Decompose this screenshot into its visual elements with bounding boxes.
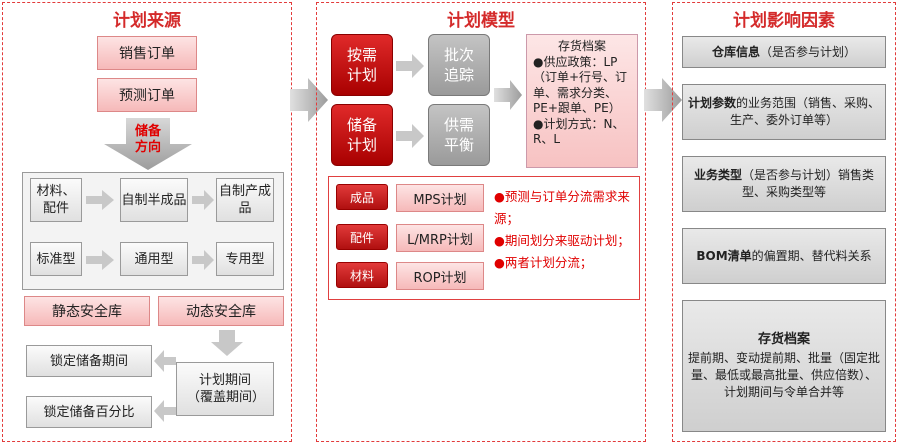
lock-reserve-percent-box: 锁定储备百分比 xyxy=(26,396,152,428)
factor-bom: BOM清单的偏置期、替代料关系 xyxy=(682,228,886,284)
parts-tag: 配件 xyxy=(336,224,388,250)
special-type-box: 专用型 xyxy=(216,242,274,276)
semi-finished-box: 自制半成品 xyxy=(120,178,188,222)
arrow-to-inventory xyxy=(494,80,522,110)
model-notes: ●预测与订单分流需求来源； ●期间划分来驱动计划； ●两者计划分流； xyxy=(494,186,636,274)
rop-plan-box: ROP计划 xyxy=(396,262,484,290)
note-split-plan: ●两者计划分流； xyxy=(494,255,593,270)
arrow-source-to-model xyxy=(290,78,328,122)
make-to-order-box: 按需计划 xyxy=(331,34,393,96)
factor-inventory-file: 存货档案 提前期、变动提前期、批量（固定批量、最低或最高批量、供应倍数）、计划期… xyxy=(682,300,886,432)
batch-trace-box: 批次追踪 xyxy=(428,34,490,96)
material-tag: 材料 xyxy=(336,262,388,288)
note-period-drive: ●期间划分来驱动计划； xyxy=(494,233,630,248)
factor-business-type-rest: （是否参与计划）销售类型、采购类型等 xyxy=(741,168,875,199)
factor-plan-params-bold: 计划参数 xyxy=(687,96,736,110)
stock-direction-arrow xyxy=(104,118,192,170)
plan-period-box: 计划期间（覆盖期间） xyxy=(176,362,274,416)
grid-arrow-2 xyxy=(192,190,214,210)
arrow-to-lock-period xyxy=(154,350,176,372)
forecast-order-box: 预测订单 xyxy=(97,78,197,112)
factor-bom-rest: 的偏置期、替代料关系 xyxy=(751,248,872,263)
dynamic-down-arrow xyxy=(211,330,243,356)
plan-source-title: 计划来源 xyxy=(113,11,181,31)
factor-business-type-bold: 业务类型 xyxy=(693,168,742,182)
factor-bom-bold: BOM清单 xyxy=(696,248,752,263)
supply-balance-box: 供需平衡 xyxy=(428,104,490,166)
finished-tag: 成品 xyxy=(336,184,388,210)
factor-warehouse: 仓库信息（是否参与计划） xyxy=(682,36,886,68)
grid-arrow-1 xyxy=(86,190,114,210)
standard-type-box: 标准型 xyxy=(30,242,82,276)
factor-warehouse-rest: （是否参与计划） xyxy=(760,44,857,59)
arrow-stock-to-supply xyxy=(396,124,424,148)
factor-plan-params: 计划参数的业务范围（销售、采购、生产、委外订单等） xyxy=(682,84,886,140)
material-parts-box: 材料、配件 xyxy=(30,178,82,222)
arrow-order-to-batch xyxy=(396,54,424,78)
mps-plan-box: MPS计划 xyxy=(396,184,484,212)
factor-plan-params-rest: 的业务范围（销售、采购、生产、委外订单等） xyxy=(729,96,881,127)
plan-source-panel xyxy=(2,2,292,442)
plan-factors-title: 计划影响因素 xyxy=(733,11,835,31)
factor-warehouse-bold: 仓库信息 xyxy=(711,44,760,59)
inventory-plan-method: ●计划方式：N、R、L xyxy=(533,116,625,147)
arrow-model-to-factors xyxy=(644,78,682,122)
factor-business-type: 业务类型（是否参与计划）销售类型、采购类型等 xyxy=(682,156,886,212)
grid-arrow-3 xyxy=(86,250,114,270)
lmrp-plan-box: L/MRP计划 xyxy=(396,224,484,252)
static-safety-stock-box: 静态安全库 xyxy=(24,296,150,326)
factor-inventory-file-bold: 存货档案 xyxy=(757,332,810,347)
plan-factors-panel xyxy=(672,2,896,442)
finished-product-box: 自制产成品 xyxy=(216,178,274,222)
lock-reserve-period-box: 锁定储备期间 xyxy=(26,345,152,377)
inventory-supply-policy: ●供应政策：LP（订单+行号、订单、需求分类、PE+跟单、PE） xyxy=(533,54,628,116)
stock-direction-label: 储备方向 xyxy=(134,124,161,155)
sales-order-box: 销售订单 xyxy=(97,36,197,70)
make-to-stock-box: 储备计划 xyxy=(331,104,393,166)
general-type-box: 通用型 xyxy=(120,242,188,276)
factor-inventory-file-rest: 提前期、变动提前期、批量（固定批量、最低或最高批量、供应倍数）、计划期间与令单合… xyxy=(687,351,880,399)
plan-model-panel xyxy=(316,2,646,442)
note-forecast-order: ●预测与订单分流需求来源； xyxy=(494,189,630,226)
arrow-to-lock-percent xyxy=(154,400,176,422)
inventory-file-title: 存货档案 xyxy=(557,39,606,53)
grid-arrow-4 xyxy=(192,250,214,270)
dynamic-safety-stock-box: 动态安全库 xyxy=(158,296,284,326)
inventory-file-box: 存货档案 ●供应政策：LP（订单+行号、订单、需求分类、PE+跟单、PE） ●计… xyxy=(526,34,638,168)
plan-model-title: 计划模型 xyxy=(447,11,515,31)
